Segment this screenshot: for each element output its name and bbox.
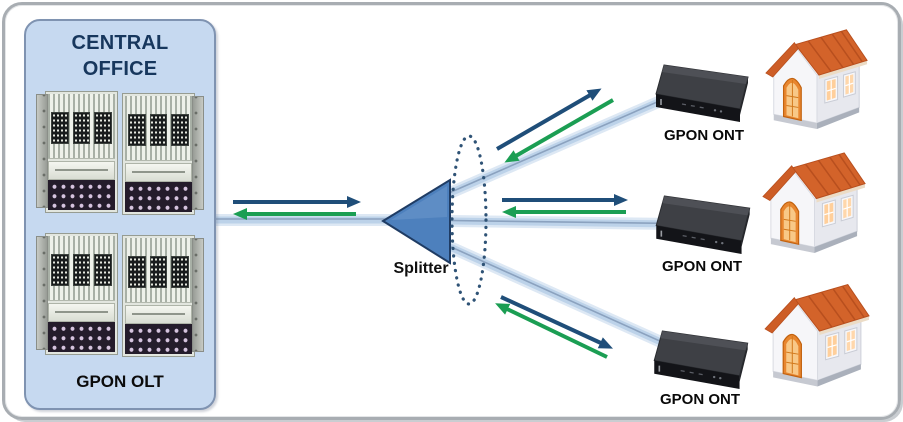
- downstream-arrow-top: [495, 88, 602, 151]
- trunk-fiber: [202, 214, 398, 226]
- olt-chassis-bracket: [36, 94, 48, 208]
- branch-fiber-top: [444, 90, 678, 199]
- central-office-title-line1: CENTRAL: [71, 32, 169, 54]
- olt-chassis-body: [45, 233, 118, 355]
- upstream-arrow-top: [504, 98, 614, 163]
- olt-chassis-icon: [122, 235, 204, 357]
- ont-box-icon: [652, 193, 758, 258]
- gpon-ont-label: GPON ONT: [663, 127, 744, 144]
- olt-chassis-body: [45, 91, 118, 213]
- gpon-olt-label: GPON OLT: [76, 372, 164, 391]
- splitter-coupling-ellipse: [450, 134, 488, 306]
- ont-box-icon: [650, 328, 756, 393]
- olt-chassis-bracket: [192, 238, 204, 352]
- house-icon: [759, 274, 872, 392]
- splitter-label: Splitter: [393, 260, 449, 277]
- olt-chassis-icon: [36, 233, 118, 355]
- olt-chassis-icon: [122, 93, 204, 215]
- gpon-ont-label: GPON ONT: [661, 258, 742, 275]
- olt-chassis-bracket: [192, 96, 204, 210]
- branch-fiber-bottom: [444, 241, 678, 353]
- olt-chassis-icon: [36, 91, 118, 213]
- olt-chassis-body: [122, 93, 195, 215]
- branch-fiber-middle: [444, 215, 682, 230]
- olt-chassis-bracket: [36, 236, 48, 350]
- splitter-triangle-icon: [381, 178, 451, 265]
- olt-chassis-body: [122, 235, 195, 357]
- ont-box-icon: [652, 62, 756, 126]
- central-office-box: CENTRAL OFFICE GPON OLT: [24, 19, 216, 410]
- downstream-arrow-bottom: [500, 295, 613, 349]
- central-office-title-line2: OFFICE: [82, 58, 158, 80]
- house-icon: [757, 144, 868, 257]
- upstream-arrow-bottom: [495, 303, 608, 359]
- house-icon: [760, 21, 870, 133]
- central-office-title: CENTRAL OFFICE: [26, 30, 214, 82]
- gpon-ont-label: GPON ONT: [659, 391, 740, 408]
- olt-rack-group: [32, 91, 208, 363]
